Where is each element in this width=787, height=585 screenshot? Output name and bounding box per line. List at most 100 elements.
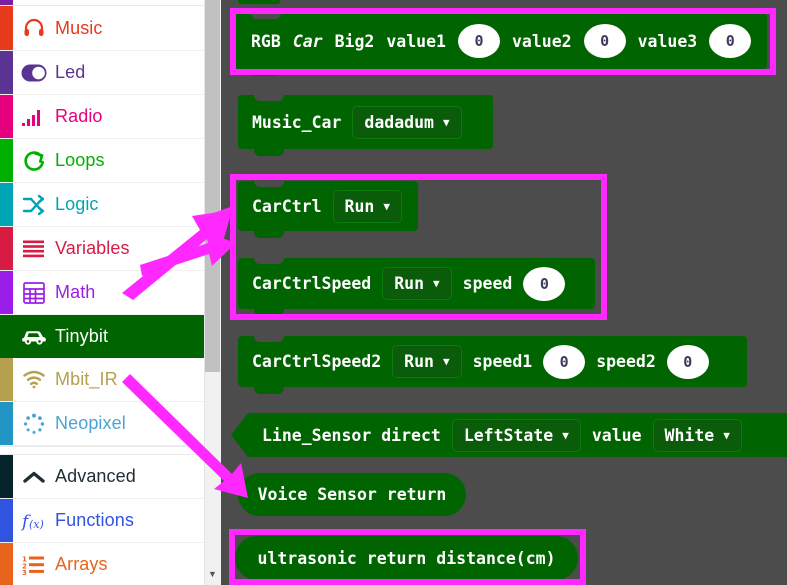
sidebar-item-arrays[interactable]: 1 2 3 Arrays (0, 543, 204, 585)
block-label: value3 (637, 31, 698, 51)
dropdown-carctrl-mode[interactable]: Run ▼ (332, 189, 402, 223)
block-car-ctrl[interactable]: CarCtrl Run ▼ (238, 180, 418, 238)
chevron-down-icon: ▼ (723, 428, 730, 442)
sidebar-separator (0, 446, 204, 455)
dropdown-value: dadadum (364, 112, 434, 132)
category-color-swatch (0, 0, 13, 5)
svg-text:1: 1 (22, 555, 27, 563)
svg-text:3: 3 (22, 569, 27, 575)
number-input-speed2[interactable]: 0 (666, 344, 709, 379)
block-label: speed2 (596, 352, 656, 371)
sidebar-item-mbit-ir[interactable]: Mbit_IR (0, 358, 204, 402)
dropdown-value: Run (394, 274, 425, 293)
wifi-waves-icon (13, 370, 55, 389)
chevron-down-icon: ▼ (562, 428, 569, 442)
sidebar-item-label: Variables (55, 238, 130, 258)
sidebar-item-loops[interactable]: Loops (0, 139, 204, 183)
blocks-canvas[interactable]: RGB Car Big2 value1 0 value2 0 value3 0 … (221, 0, 787, 585)
block-label: ultrasonic return distance(cm) (257, 548, 556, 568)
category-color-swatch (0, 455, 13, 498)
scroll-down-arrow-icon[interactable]: ▼ (208, 569, 217, 579)
sidebar-item-neopixel[interactable]: Neopixel (0, 402, 204, 446)
chevron-down-icon: ▼ (433, 277, 440, 290)
block-label: Voice Sensor return (257, 485, 447, 504)
sidebar-item-label: Loops (55, 150, 105, 170)
block-fragment-top (238, 0, 280, 4)
sidebar-scrollbar-thumb[interactable] (205, 0, 220, 372)
category-color-swatch (0, 543, 13, 585)
category-color-swatch (0, 315, 13, 358)
shuffle-arrows-icon (13, 194, 55, 216)
sidebar-item-label: Advanced (55, 466, 136, 486)
block-label: value1 (386, 31, 446, 51)
number-input-value1[interactable]: 0 (457, 24, 500, 58)
category-color-swatch (0, 6, 13, 50)
sidebar-item-label: Led (55, 62, 86, 82)
dropdown-value: White (664, 425, 715, 445)
sidebar-item-math[interactable]: Math (0, 271, 204, 315)
dropdown-carctrlspeed2-mode[interactable]: Run ▼ (392, 345, 462, 378)
dropdown-line-sensor-direction[interactable]: LeftState ▼ (451, 418, 581, 452)
sidebar-item-radio[interactable]: Radio (0, 95, 204, 139)
block-car-ctrl-speed[interactable]: CarCtrlSpeed Run ▼ speed 0 (238, 257, 595, 316)
number-input-value2[interactable]: 0 (583, 24, 626, 58)
block-rgb-car-big2[interactable]: RGB Car Big2 value1 0 value2 0 value3 0 (235, 12, 768, 76)
headphones-icon (13, 16, 55, 40)
category-color-swatch (0, 358, 13, 401)
sidebar-item-advanced[interactable]: Advanced (0, 455, 204, 499)
refresh-loop-icon (13, 149, 55, 173)
category-color-swatch (0, 183, 13, 226)
dropdown-value: Run (344, 196, 375, 216)
block-label: CarCtrlSpeed2 (252, 352, 382, 371)
block-label: RGB (251, 31, 281, 51)
number-input-speed1[interactable]: 0 (543, 344, 586, 379)
svg-text:2: 2 (22, 562, 27, 570)
sidebar-item-logic[interactable]: Logic (0, 183, 204, 227)
block-label: CarCtrl (252, 196, 322, 216)
block-music-car[interactable]: Music_Car dadadum ▼ (238, 94, 493, 156)
dropdown-carctrlspeed-mode[interactable]: Run ▼ (382, 267, 452, 300)
sidebar-item-label: Math (55, 282, 96, 302)
sidebar-item-tinybit[interactable]: Tinybit (0, 315, 204, 358)
sidebar-item-label: Arrays (55, 554, 108, 574)
number-input-speed[interactable]: 0 (523, 266, 566, 301)
block-voice-sensor-return[interactable]: Voice Sensor return (238, 473, 466, 516)
block-label: CarCtrlSpeed (252, 274, 372, 293)
sidebar-item-variables[interactable]: Variables (0, 227, 204, 271)
block-label: value (591, 425, 642, 445)
sidebar-item-partial[interactable] (0, 0, 204, 6)
dropdown-value: Run (404, 352, 434, 371)
block-ultrasonic-return-distance[interactable]: ultrasonic return distance(cm) (235, 536, 578, 580)
sidebar-item-functions[interactable]: f (x) Functions (0, 499, 204, 543)
sidebar-item-label: Tinybit (55, 326, 109, 346)
block-car-ctrl-speed2[interactable]: CarCtrlSpeed2 Run ▼ speed1 0 speed2 0 (238, 335, 747, 394)
sidebar-item-label: Radio (55, 106, 103, 126)
category-color-swatch (0, 271, 13, 314)
toggle-on-icon (13, 64, 55, 82)
svg-text:f: f (21, 512, 31, 532)
block-label-italic: Car (292, 31, 323, 51)
category-color-swatch (0, 499, 13, 542)
block-label: speed (462, 274, 513, 293)
block-line-sensor[interactable]: Line_Sensor direct LeftState ▼ value Whi… (231, 413, 787, 457)
number-input-value3[interactable]: 0 (709, 24, 752, 58)
sidebar-item-label: Neopixel (55, 413, 126, 433)
sidebar-item-label: Logic (55, 194, 99, 214)
svg-text:(x): (x) (29, 518, 44, 531)
category-color-swatch (0, 227, 13, 270)
block-label: Music_Car (252, 112, 342, 132)
block-label: speed1 (472, 352, 533, 371)
sidebar-item-music[interactable]: Music (0, 6, 204, 51)
numbered-list-icon: 1 2 3 (13, 555, 55, 575)
sidebar-item-label: Mbit_IR (55, 369, 118, 389)
dropdown-music-tune[interactable]: dadadum ▼ (352, 105, 462, 139)
chevron-down-icon: ▼ (383, 199, 390, 213)
calculator-icon (13, 281, 55, 304)
list-lines-icon (13, 240, 55, 258)
category-color-swatch (0, 95, 13, 138)
category-color-swatch (0, 139, 13, 182)
dropdown-line-sensor-value[interactable]: White ▼ (652, 418, 742, 452)
sidebar-item-led[interactable]: Led (0, 51, 204, 95)
category-sidebar[interactable]: Music Led Ra (0, 0, 204, 585)
